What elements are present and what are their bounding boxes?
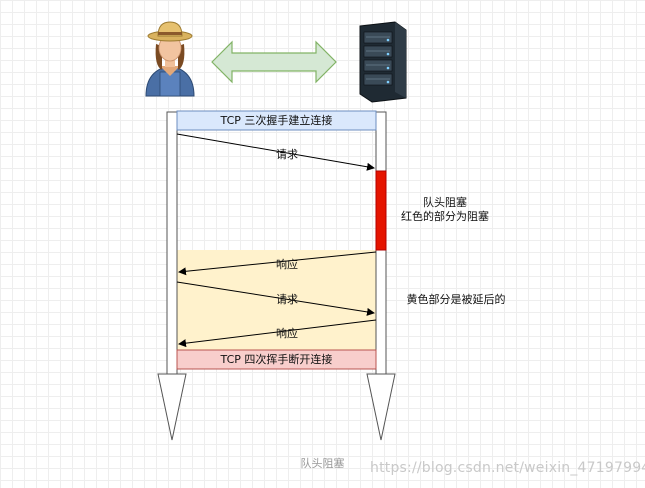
client-lifeline [157,111,187,441]
response-arrow-2 [178,319,377,348]
blocking-note-detail: 红色的部分为阻塞 [401,210,489,223]
handshake-bar [176,110,377,131]
watermark-text: https://blog.csdn.net/weixin_47197994 [370,460,645,476]
delayed-note: 黄色部分是被延后的 [406,293,506,306]
handshake-label: TCP 三次握手建立连接 [220,114,333,127]
response-label-2: 响应 [276,327,298,340]
figure-caption: 队头阻塞 [300,457,345,470]
response-arrow-1 [178,251,377,276]
delayed-region [177,250,376,350]
farmer-person-icon [145,21,195,97]
request-label-2: 请求 [276,293,298,306]
response-label-1: 响应 [276,258,298,271]
blocked-segment [375,170,387,251]
close-label: TCP 四次挥手断开连接 [220,353,333,366]
request-arrow-2 [176,281,375,316]
close-bar [176,349,377,370]
blocking-note-title: 队头阻塞 [423,196,467,209]
request-label-1: 请求 [276,148,298,161]
request-arrow-1 [176,133,375,171]
server-rack-icon [359,21,407,103]
bidirectional-arrow-icon [211,40,337,84]
